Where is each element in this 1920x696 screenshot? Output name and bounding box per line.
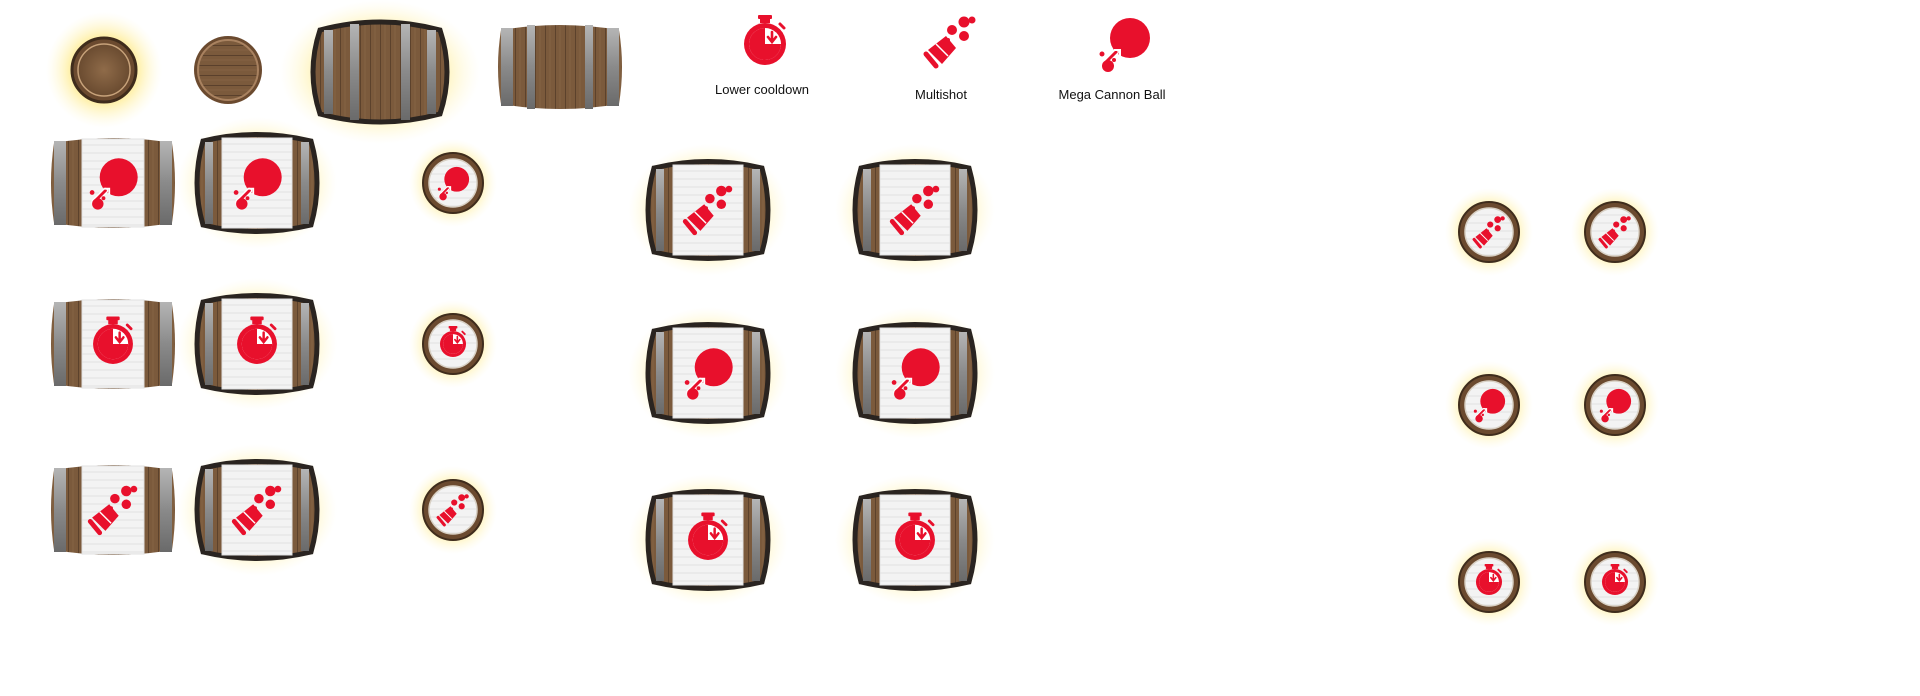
mega-cannon-ball-icon (628, 306, 788, 446)
powerup-barrel-round-glow (408, 138, 498, 233)
cannon-multishot-icon (835, 143, 995, 283)
powerup-barrel-side-glow (177, 277, 337, 417)
stopwatch-arrow-icon (48, 294, 178, 399)
legend-lower-cooldown-label: Lower cooldown (715, 82, 809, 97)
powerup-barrel-side-glow (835, 306, 995, 446)
cannon-multishot-icon (628, 143, 788, 283)
stopwatch-arrow-icon (742, 13, 788, 67)
cannon-multishot-icon (1570, 187, 1660, 282)
stopwatch-arrow-icon (628, 473, 788, 613)
mega-cannon-ball-icon (177, 116, 337, 256)
mega-cannon-ball-icon (408, 138, 498, 233)
stopwatch-arrow-icon (835, 473, 995, 613)
powerup-barrel-side-plain (48, 133, 178, 238)
stopwatch-arrow-icon (177, 277, 337, 417)
stopwatch-arrow-icon (1570, 537, 1660, 632)
legend-mega-cannon-ball (1090, 10, 1160, 80)
round-barrel-glow (44, 10, 164, 130)
cannon-multishot-icon (177, 443, 337, 583)
powerup-barrel-side-glow (628, 473, 788, 613)
powerup-barrel-side-glow (628, 143, 788, 283)
cannon-multishot-icon (915, 10, 985, 70)
powerup-barrel-side-plain (48, 460, 178, 565)
legend-multishot (915, 10, 985, 80)
round-barrel (183, 25, 273, 115)
stopwatch-arrow-icon (408, 299, 498, 394)
powerup-barrel-side-glow (177, 116, 337, 256)
powerup-barrel-side-glow (835, 473, 995, 613)
powerup-barrel-round-glow (408, 299, 498, 394)
powerup-barrel-round-glow (1570, 360, 1660, 455)
powerup-barrel-round-glow (1570, 187, 1660, 282)
powerup-barrel-side-glow (177, 443, 337, 583)
powerup-barrel-round-glow (1444, 537, 1534, 632)
mega-cannon-ball-icon (1090, 10, 1160, 70)
powerup-barrel-round-glow (1444, 360, 1534, 455)
mega-cannon-ball-icon (835, 306, 995, 446)
mega-cannon-ball-icon (1570, 360, 1660, 455)
powerup-barrel-side-glow (628, 306, 788, 446)
legend-mega-cannon-ball-label: Mega Cannon Ball (1058, 87, 1166, 102)
side-barrel-glow (280, 0, 480, 145)
cannon-multishot-icon (48, 460, 178, 565)
legend-multishot-label: Multishot (914, 87, 968, 102)
powerup-barrel-round-glow (1444, 187, 1534, 282)
mega-cannon-ball-icon (1444, 360, 1534, 455)
cannon-multishot-icon (408, 465, 498, 560)
powerup-barrel-round-glow (1570, 537, 1660, 632)
powerup-barrel-side-glow (835, 143, 995, 283)
mega-cannon-ball-icon (48, 133, 178, 238)
stopwatch-arrow-icon (1444, 537, 1534, 632)
side-barrel (495, 22, 625, 112)
cannon-multishot-icon (1444, 187, 1534, 282)
powerup-barrel-round-glow (408, 465, 498, 560)
powerup-barrel-side-plain (48, 294, 178, 399)
